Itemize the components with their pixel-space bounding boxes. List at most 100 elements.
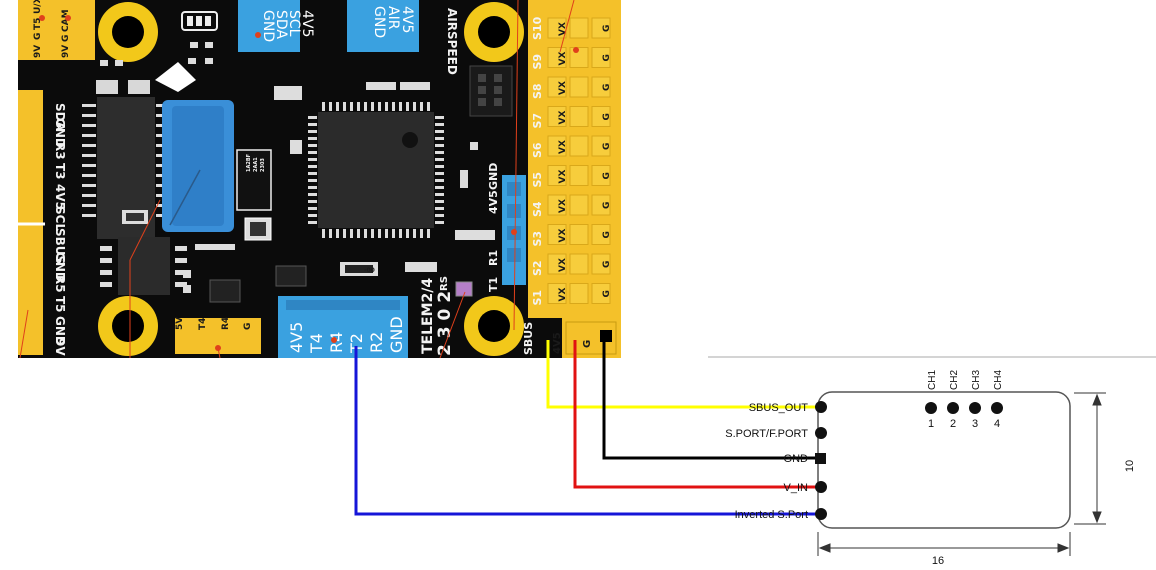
servo-col-label-g: G [602,202,612,209]
airspeed-label-4v5: 4V5 [399,6,415,33]
mcu-pin [371,229,374,238]
servo-pad [591,106,611,127]
left-label-r3: R3 [53,142,67,160]
mcu-pin [308,179,317,182]
wire-gnd-black [602,340,818,460]
mcu-pin [308,207,317,210]
left-label-9v: 9V [53,338,67,356]
dimension-height [1074,392,1106,525]
servo-row-label: S1 [531,290,544,306]
mcu-pin [385,102,388,111]
servo-pad [569,283,589,304]
airspeed-connector: GND AIR 4V5 [347,0,419,52]
mcu-pin [435,137,444,140]
channel-number-1: 1 [928,418,934,430]
mcu-pin [435,130,444,133]
airspeed-label-air: AIR [385,6,401,30]
servo-col-label-vx: VX [558,52,568,66]
servo-row-label: S5 [531,172,544,188]
uart1-label-gnd: GND [487,163,500,190]
servo-col-label-vx: VX [558,288,568,302]
servo-pad [569,194,589,216]
servo-pad [547,283,567,304]
bsh-label-r4: R4 [221,317,231,330]
servo-pad [569,76,589,98]
oscillator [236,149,272,211]
mcu-pin [435,116,444,119]
mcu-pin [308,158,317,161]
mcu-pin [308,144,317,147]
channel-number-3: 3 [972,418,978,430]
servo-col-label-g: G [602,172,612,179]
mcu-pin [435,123,444,126]
servo-pad [569,106,589,127]
tl-label-9v: 9V [33,45,43,58]
channel-pin-3 [969,402,981,414]
mcu-pin [420,102,423,111]
servo-col-label-g: G [602,84,612,91]
mcu-pin [308,172,317,175]
left-label-t5: T5 [53,296,67,313]
channel-pin-4 [991,402,1003,414]
mcu-pin [435,158,444,161]
pin-inverted-sport [815,508,827,520]
servo-col-label-vx: VX [558,140,568,154]
i2c-label-scl: SCL [286,10,302,37]
channel-pin-2 [947,402,959,414]
telem-pin-t4: T4 [307,333,326,354]
uart1-label-t1: T1 [487,277,500,292]
mcu-pin [364,229,367,238]
mcu-pin [413,229,416,238]
flight-controller-board: SDA GND R3 T3 4V5 SCL SBUS GND R5 T5 GND… [18,0,621,359]
servo-col-label-vx: VX [558,170,568,184]
servo-row-label: S9 [531,54,544,70]
telem-pin-gnd: GND [387,316,406,353]
sbus-pin-label: SBUS [522,322,535,355]
pin-label-inverted-sport: Inverted S.Port [735,509,808,521]
servo-pad [591,47,611,68]
mcu-pin [435,172,444,175]
pin-label-gnd: GND [784,453,809,465]
servo-pad [591,76,611,98]
servo-col-label-g: G [602,143,612,150]
arrow-marker-icon [155,62,196,92]
servo-col-label-g: G [602,54,612,61]
mcu-pin [435,193,444,196]
mcu-pin [435,221,444,224]
top-small-parts [96,11,218,94]
channel-label-4: CH4 [993,370,1004,390]
wire-inverted-sport-blue [354,346,818,516]
servo-pad [591,165,611,186]
pin-label-sbus-out: SBUS_OUT [749,402,809,414]
mcu-pin [357,102,360,111]
channel-number-4: 4 [994,418,1000,430]
mcu-pin [406,102,409,111]
chip-marking-2: 2AA1 [253,157,259,172]
left-label-scl: SCL [53,206,67,231]
mcu-pin [308,214,317,217]
servo-row-label: S8 [531,83,544,99]
mcu-pin [308,165,317,168]
tl-label-g-cam: G [61,35,71,42]
chip-marking-3: 2303 [260,158,266,172]
servo-pad [591,135,611,157]
pin-label-sport: S.PORT/F.PORT [725,428,808,440]
airspeed-label-gnd: GND [371,6,387,38]
servo-col-label-g: G [602,261,612,268]
mcu-pin [385,229,388,238]
servo-pad [569,224,589,245]
mcu-pin [308,123,317,126]
mcu-chip [308,102,444,238]
receiver-diagram: SBUS_OUT S.PORT/F.PORT GND V_IN Inverted… [708,356,1156,567]
right-black-header [469,65,513,117]
pin-gnd [815,453,826,464]
left-label-sbus: SBUS [53,228,67,264]
mounting-holes [98,2,524,356]
servo-pad [591,17,611,39]
telem-pin-4v5: 4V5 [287,322,306,353]
tl-label-ux: U/X [33,0,43,14]
servo-col-label-vx: VX [558,81,568,95]
channel-label-2: CH2 [949,370,960,390]
left-label-4v5: 4V5 [53,184,67,210]
